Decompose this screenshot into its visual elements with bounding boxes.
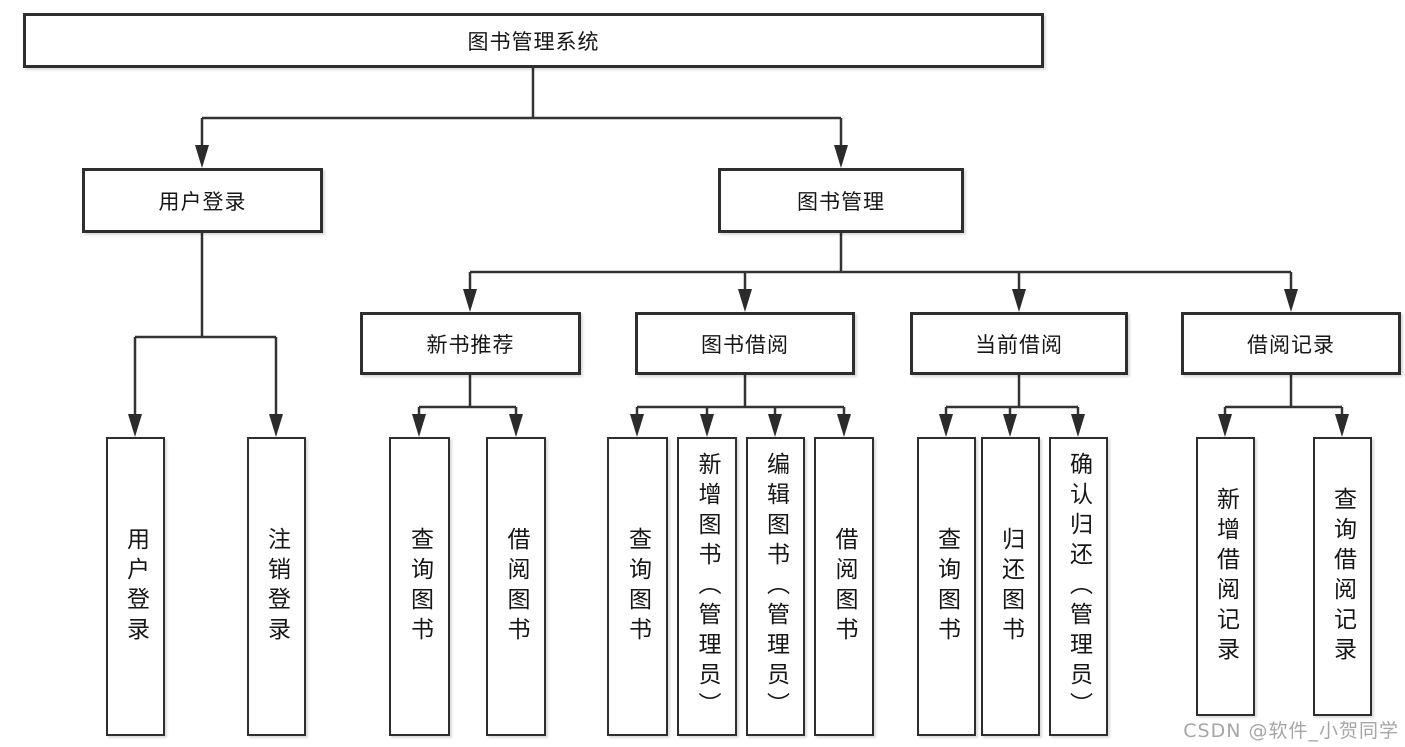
leaf-borrow-books-2: 借阅图书 [814, 437, 874, 736]
node-root: 图书管理系统 [23, 13, 1044, 68]
leaf-add-borrow-record: 新增借阅记录 [1196, 437, 1255, 716]
node-borrow-records: 借阅记录 [1181, 312, 1401, 375]
node-current-borrow: 当前借阅 [910, 312, 1128, 375]
leaf-add-books-admin: 新增图书（管理员） [677, 437, 737, 736]
leaf-query-books-3: 查询图书 [917, 437, 976, 736]
leaf-query-books-2: 查询图书 [607, 437, 668, 736]
connector-paths [133, 68, 1344, 422]
leaf-query-books-1: 查询图书 [389, 437, 450, 736]
leaf-borrow-books-1: 借阅图书 [486, 437, 546, 736]
leaf-logout-login: 注销登录 [247, 437, 306, 736]
leaf-query-borrow-record: 查询借阅记录 [1313, 437, 1372, 716]
csdn-watermark: CSDN @软件_小贺同学 [1183, 720, 1399, 742]
arrowheads [128, 145, 1349, 437]
node-new-book-recommend: 新书推荐 [360, 312, 581, 375]
node-book-management: 图书管理 [718, 168, 964, 233]
leaf-confirm-return-admin: 确认归还（管理员） [1049, 437, 1108, 736]
node-user-login: 用户登录 [82, 168, 323, 233]
leaf-return-books: 归还图书 [981, 437, 1040, 736]
node-book-borrow: 图书借阅 [635, 312, 855, 375]
leaf-user-login: 用户登录 [106, 437, 165, 736]
leaf-edit-books-admin: 编辑图书（管理员） [746, 437, 805, 736]
